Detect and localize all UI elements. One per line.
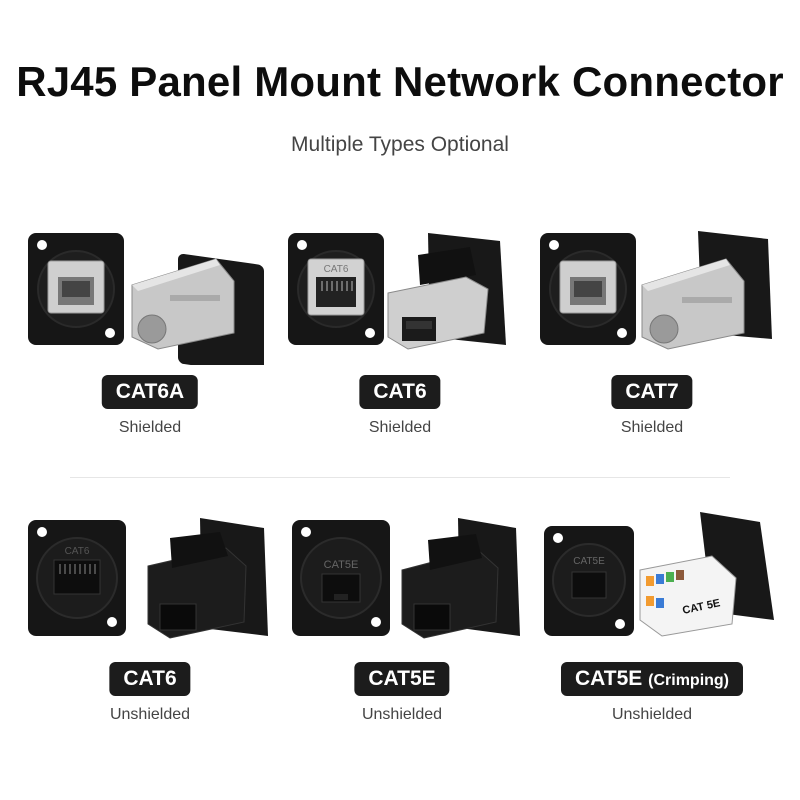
product-caption: Unshielded xyxy=(361,706,443,723)
product-label-text: CAT6 xyxy=(123,667,177,690)
product-card-cat5e-unshielded[interactable]: CAT5E CAT5E Unshielded xyxy=(272,512,532,742)
shielded-connector-image: CAT6 xyxy=(288,233,506,350)
product-caption: Unshielded xyxy=(611,706,693,723)
jack-label-text: CAT5E xyxy=(573,556,605,567)
product-caption: Shielded xyxy=(118,419,182,436)
jack-label-text: CAT6 xyxy=(65,546,90,557)
product-caption: Unshielded xyxy=(109,706,191,723)
product-label-text: CAT5E xyxy=(368,667,436,690)
product-caption: Shielded xyxy=(368,419,432,436)
page-subtitle: Multiple Types Optional xyxy=(291,133,509,156)
unshielded-connector-image: CAT5E xyxy=(292,518,520,639)
product-card-cat7-shielded[interactable]: CAT7 Shielded xyxy=(522,225,782,455)
product-label: CAT7 xyxy=(611,375,693,409)
product-card-cat6-shielded[interactable]: CAT6 CAT6 Shielded xyxy=(270,225,530,455)
product-label: CAT5E (Crimping) xyxy=(560,662,744,696)
product-caption: Shielded xyxy=(620,419,684,436)
shielded-connector-image xyxy=(540,231,772,350)
jack-label-text: CAT6 xyxy=(324,264,349,275)
page-title: RJ45 Panel Mount Network Connector xyxy=(16,58,784,105)
product-label-text: CAT6 xyxy=(373,380,427,403)
product-label-text: CAT5E xyxy=(574,667,643,690)
row-divider xyxy=(70,477,730,478)
unshielded-connector-image: CAT6 xyxy=(28,518,268,639)
product-label-text: CAT7 xyxy=(625,380,679,403)
shielded-connector-image xyxy=(28,233,264,365)
product-label-extra: (Crimping) xyxy=(648,672,730,689)
unshielded-connector-image: CAT5E CAT 5E xyxy=(544,512,774,637)
jack-label-text: CAT5E xyxy=(324,559,359,571)
product-card-cat6-unshielded[interactable]: CAT6 CAT6 Unshielded xyxy=(20,512,280,742)
product-card-cat5e-crimping-unshielded[interactable]: CAT5E CAT 5E CAT5E (Crimping) Unshielded xyxy=(522,512,782,742)
product-label: CAT6 xyxy=(109,662,191,696)
product-card-cat6a-shielded[interactable]: CAT6A Shielded xyxy=(20,225,280,455)
product-label: CAT6A xyxy=(101,375,199,409)
product-label: CAT6 xyxy=(359,375,441,409)
product-label: CAT5E xyxy=(354,662,450,696)
product-label-text: CAT6A xyxy=(115,380,185,403)
